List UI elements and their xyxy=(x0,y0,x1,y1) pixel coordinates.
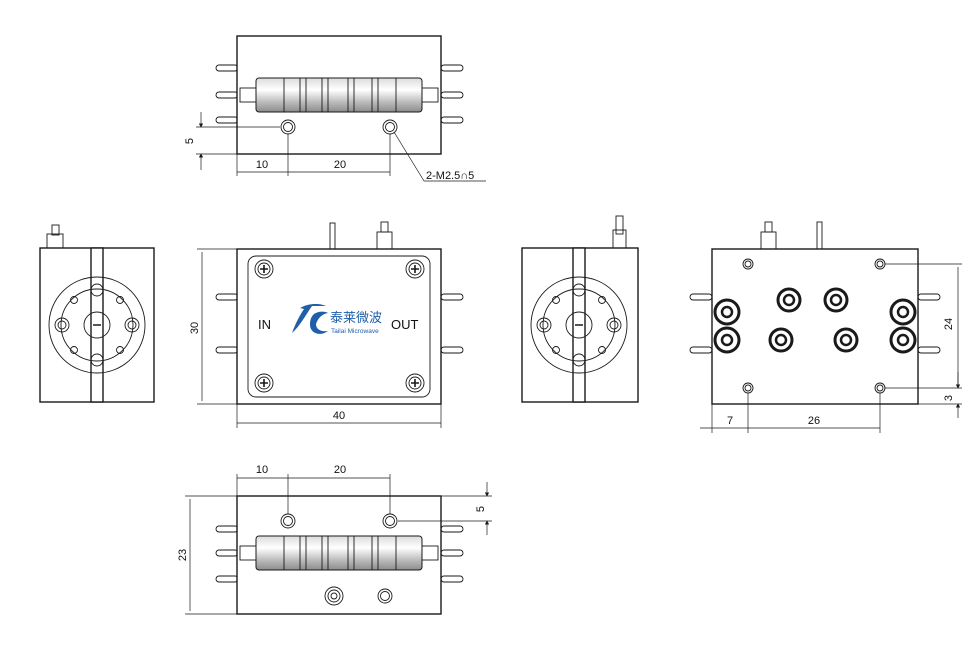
in-label: IN xyxy=(258,317,271,332)
logo-chinese-text: 泰莱微波 xyxy=(330,311,382,326)
bottom-dim-height: 23 xyxy=(177,549,189,561)
top-view: 5 10 20 2-M2.5∩5 xyxy=(184,35,486,182)
top-view-dimensions: 5 10 20 2-M2.5∩5 xyxy=(184,112,486,182)
top-dim-hole-1: 10 xyxy=(256,159,268,171)
bottom-dim-hole-1: 10 xyxy=(256,464,268,476)
bottom-dim-hole-spacing: 20 xyxy=(334,464,346,476)
brand-logo: 泰莱微波 Tailai Microwave xyxy=(292,303,382,335)
back-view-tuning-screws xyxy=(713,287,917,354)
bottom-view-dimensions: 10 20 5 23 xyxy=(177,464,492,615)
logo-mark-icon xyxy=(292,303,326,333)
bottom-dim-edge-offset: 5 xyxy=(475,506,487,512)
back-dim-spacing: 26 xyxy=(808,415,820,427)
back-dim-left: 7 xyxy=(727,415,733,427)
left-side-view xyxy=(39,224,155,403)
front-dim-width: 40 xyxy=(333,410,345,422)
logo-english-text: Tailai Microwave xyxy=(331,328,379,335)
top-view-cylinder xyxy=(239,77,439,113)
back-view-housing xyxy=(711,248,919,405)
back-dim-bottom: 3 xyxy=(943,395,955,401)
front-dim-height: 30 xyxy=(189,322,201,334)
top-dim-edge-offset: 5 xyxy=(184,138,196,144)
out-label: OUT xyxy=(391,317,419,332)
top-hole-callout: 2-M2.5∩5 xyxy=(426,170,474,182)
back-view: 24 3 7 26 xyxy=(689,221,962,433)
front-view-screws xyxy=(254,259,425,393)
back-view-dimensions: 24 3 7 26 xyxy=(700,263,962,433)
right-side-view xyxy=(521,215,639,403)
bottom-view: 10 20 5 23 xyxy=(177,464,492,615)
back-dim-height: 24 xyxy=(943,318,955,330)
front-view-lid xyxy=(247,255,431,398)
top-dim-hole-spacing: 20 xyxy=(334,159,346,171)
front-view-dimensions: 30 40 xyxy=(189,248,442,428)
front-view: IN OUT 泰莱微波 Tailai Microwave 30 40 xyxy=(189,221,464,428)
bottom-view-cylinder xyxy=(239,535,439,571)
